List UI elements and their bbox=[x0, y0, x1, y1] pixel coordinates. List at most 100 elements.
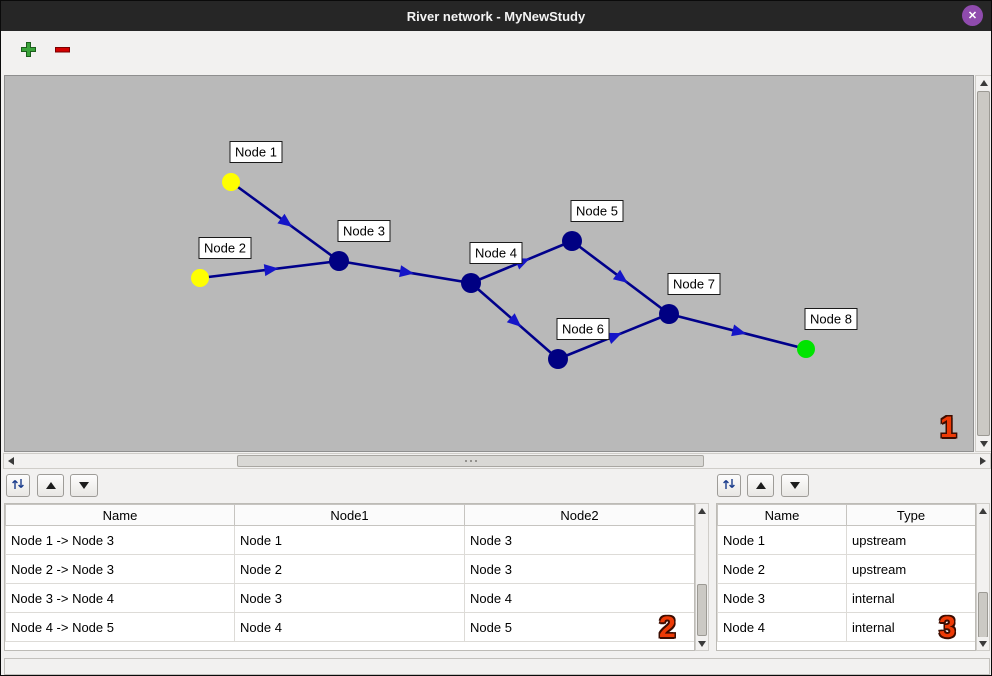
canvas-vscrollbar[interactable] bbox=[975, 75, 991, 452]
scroll-left-button[interactable] bbox=[4, 454, 18, 468]
add-button[interactable] bbox=[15, 38, 41, 64]
table-cell: upstream bbox=[846, 525, 975, 555]
close-button[interactable]: ✕ bbox=[962, 5, 983, 26]
window-title: River network - MyNewStudy bbox=[406, 8, 586, 24]
up-triangle-icon bbox=[45, 482, 56, 489]
table-cell: internal bbox=[846, 612, 975, 642]
column-header[interactable]: Name bbox=[5, 504, 235, 526]
nodes-move-up-button[interactable] bbox=[747, 474, 774, 497]
nodes-move-down-button[interactable] bbox=[781, 474, 809, 497]
graph-node[interactable] bbox=[461, 273, 481, 293]
main-toolbar bbox=[1, 31, 991, 71]
table-cell: Node 2 bbox=[234, 554, 465, 584]
column-header[interactable]: Node2 bbox=[464, 504, 694, 526]
graph-node[interactable] bbox=[191, 269, 209, 287]
table-cell: Node 3 bbox=[464, 554, 694, 584]
remove-icon bbox=[54, 41, 71, 61]
table-cell: internal bbox=[846, 583, 975, 613]
down-arrow-icon bbox=[698, 640, 706, 647]
node-label-box[interactable] bbox=[198, 237, 252, 259]
node-label-box[interactable] bbox=[337, 220, 391, 242]
table-cell: Node 2 bbox=[717, 554, 847, 584]
sort-icon bbox=[11, 477, 25, 494]
node-label-box[interactable] bbox=[804, 308, 858, 330]
nodes-sort-button[interactable] bbox=[717, 474, 741, 497]
vscrollbar-thumb[interactable] bbox=[978, 592, 988, 638]
edge-arrow-icon bbox=[399, 265, 414, 278]
column-header[interactable]: Node1 bbox=[234, 504, 465, 526]
table-cell: Node 3 bbox=[234, 583, 465, 613]
canvas-hscrollbar[interactable] bbox=[3, 453, 991, 469]
down-triangle-icon bbox=[790, 482, 800, 489]
up-triangle-icon bbox=[755, 482, 766, 489]
scroll-down-button[interactable] bbox=[696, 637, 708, 650]
up-arrow-icon bbox=[979, 507, 987, 514]
graph-node[interactable] bbox=[562, 231, 582, 251]
node-label-box[interactable] bbox=[469, 242, 523, 264]
down-arrow-icon bbox=[979, 640, 987, 647]
column-header[interactable]: Type bbox=[846, 504, 975, 526]
scroll-down-button[interactable] bbox=[976, 437, 991, 451]
scroll-down-button[interactable] bbox=[977, 637, 989, 650]
edge-arrow-icon bbox=[506, 313, 522, 327]
graph-node[interactable] bbox=[797, 340, 815, 358]
nodes-table-vscrollbar[interactable] bbox=[976, 503, 990, 651]
graph-node[interactable] bbox=[659, 304, 679, 324]
graph-node[interactable] bbox=[329, 251, 349, 271]
scroll-up-button[interactable] bbox=[696, 504, 708, 517]
status-bar bbox=[4, 658, 990, 675]
table-cell: Node 2 -> Node 3 bbox=[5, 554, 235, 584]
annotation-1: 1 bbox=[940, 411, 957, 444]
scroll-up-button[interactable] bbox=[976, 76, 991, 90]
down-arrow-icon bbox=[979, 441, 988, 447]
node-label-box[interactable] bbox=[667, 273, 721, 295]
remove-button[interactable] bbox=[49, 38, 75, 64]
node-label-box[interactable] bbox=[556, 318, 610, 340]
hscrollbar-thumb[interactable] bbox=[237, 455, 704, 467]
up-arrow-icon bbox=[979, 80, 988, 86]
table-cell: Node 1 -> Node 3 bbox=[5, 525, 235, 555]
add-icon bbox=[20, 41, 37, 61]
scroll-right-button[interactable] bbox=[976, 454, 990, 468]
node-label: Node 1 bbox=[235, 145, 277, 160]
edge-arrow-icon bbox=[731, 324, 747, 337]
table-cell: Node 4 bbox=[717, 612, 847, 642]
node-label-box[interactable] bbox=[229, 141, 283, 163]
edge-arrow-icon bbox=[612, 269, 628, 283]
table-cell: Node 4 -> Node 5 bbox=[5, 612, 235, 642]
grip-dots-icon bbox=[464, 460, 467, 462]
up-arrow-icon bbox=[698, 507, 706, 514]
graph-node[interactable] bbox=[548, 349, 568, 369]
links-sort-button[interactable] bbox=[6, 474, 30, 497]
edge-arrow-icon bbox=[263, 264, 279, 277]
links-move-down-button[interactable] bbox=[70, 474, 98, 497]
links-table-vscrollbar[interactable] bbox=[695, 503, 709, 651]
links-move-up-button[interactable] bbox=[37, 474, 64, 497]
column-header[interactable]: Name bbox=[717, 504, 847, 526]
node-label-box[interactable] bbox=[570, 200, 624, 222]
scroll-up-button[interactable] bbox=[977, 504, 989, 517]
node-label: Node 4 bbox=[475, 246, 517, 261]
vscrollbar-thumb[interactable] bbox=[977, 91, 990, 436]
graph-node[interactable] bbox=[222, 173, 240, 191]
table-cell: Node 4 bbox=[464, 583, 694, 613]
vscrollbar-thumb[interactable] bbox=[697, 584, 707, 636]
table-cell: upstream bbox=[846, 554, 975, 584]
